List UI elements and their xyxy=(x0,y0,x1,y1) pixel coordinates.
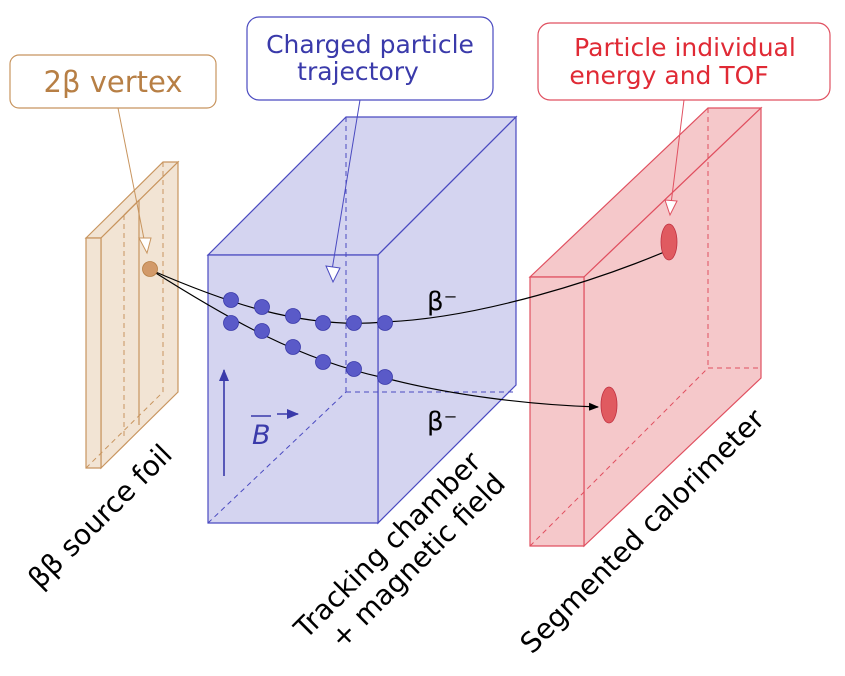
hit-dot xyxy=(223,315,239,331)
beta-label-upper: β⁻ xyxy=(427,287,457,317)
calorimeter xyxy=(528,106,763,548)
hit-dot xyxy=(315,315,331,331)
b-field-symbol: B xyxy=(252,420,271,451)
calorimeter-hit-upper xyxy=(660,223,678,261)
hit-dot xyxy=(285,308,301,324)
hit-dot xyxy=(377,369,393,385)
calorimeter-hit-lower xyxy=(600,386,618,424)
hit-dot xyxy=(254,323,270,339)
callout-energy: Particle individual energy and TOF xyxy=(537,22,831,217)
callout-trajectory-line1: Charged particle xyxy=(266,30,474,59)
callout-energy-line1: Particle individual xyxy=(574,33,796,62)
hit-dot xyxy=(223,292,239,308)
tracker-hits xyxy=(223,292,393,385)
hit-dot xyxy=(315,354,331,370)
hit-dot xyxy=(346,315,362,331)
hit-dot xyxy=(285,339,301,355)
source-foil xyxy=(84,160,180,470)
callout-trajectory: Charged particle trajectory xyxy=(246,16,494,284)
callout-trajectory-line2: trajectory xyxy=(297,57,419,86)
vertex-dot xyxy=(142,261,158,277)
callout-vertex-text: 2β vertex xyxy=(44,65,183,99)
callout-energy-line2: energy and TOF xyxy=(569,61,768,90)
hit-dot xyxy=(346,361,362,377)
callout-vertex: 2β vertex xyxy=(9,54,217,255)
beta-label-lower: β⁻ xyxy=(427,407,457,437)
hit-dot xyxy=(254,299,270,315)
hit-dot xyxy=(377,315,393,331)
